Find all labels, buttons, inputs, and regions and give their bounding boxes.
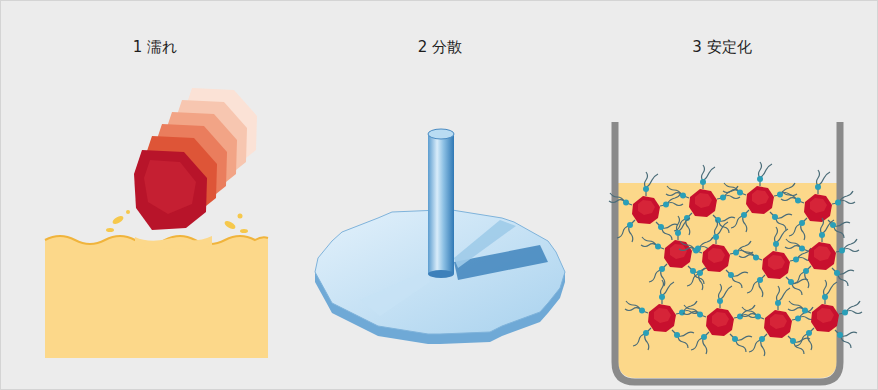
beaker-illustration (609, 122, 862, 382)
step-label: 3 安定化 (692, 38, 751, 56)
disperser-illustration (315, 129, 565, 344)
step-label: 1 濡れ (133, 38, 177, 56)
step-label: 2 分散 (418, 38, 462, 56)
wetting-illustration (45, 88, 268, 358)
